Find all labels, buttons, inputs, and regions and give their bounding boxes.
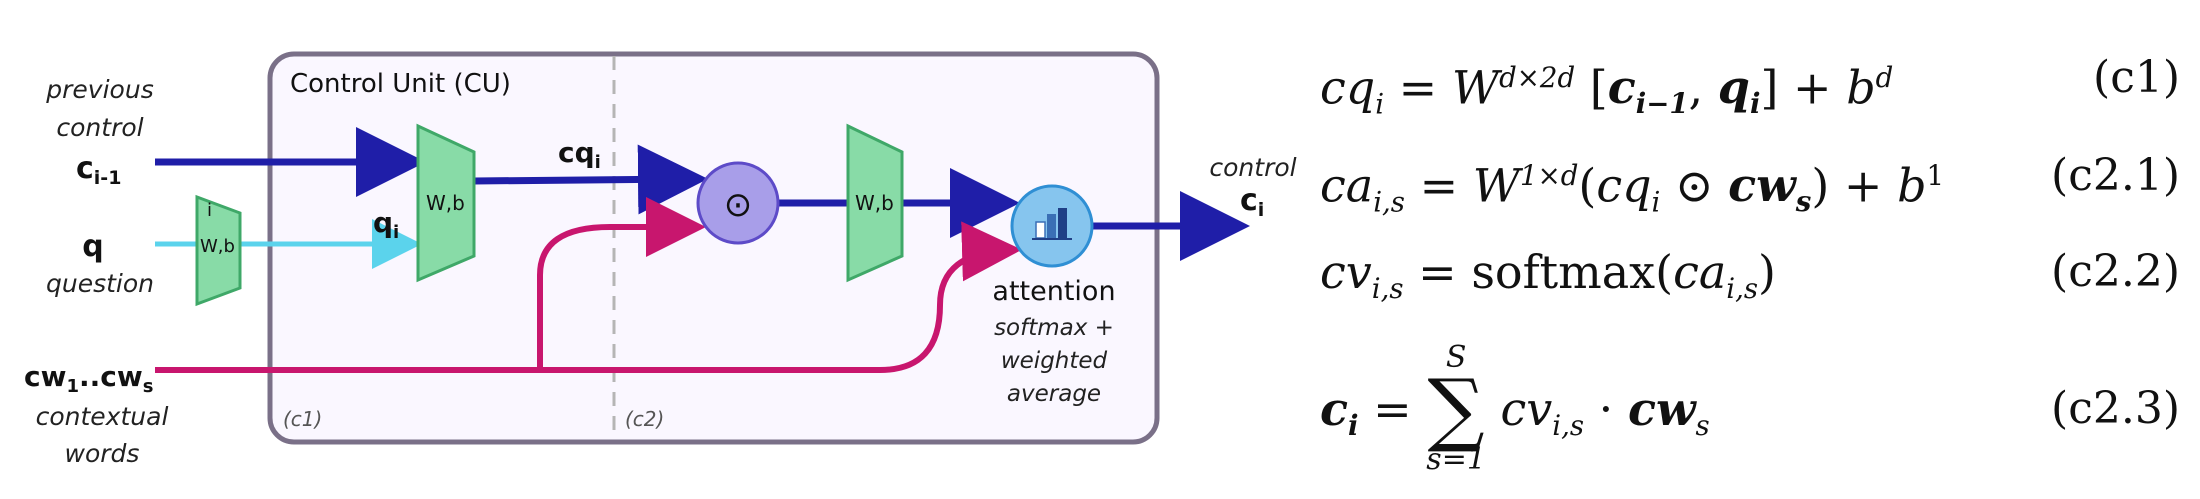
- question-projection-block: [195, 194, 242, 307]
- question-symbol: q: [82, 229, 103, 264]
- prev-control-label-line2: control: [56, 113, 143, 142]
- qi-label: qi: [373, 206, 399, 243]
- cw-to-odot-wire: [537, 197, 706, 370]
- hadamard-symbol: ⊙: [724, 185, 753, 225]
- hadamard-product-node: [696, 161, 780, 245]
- control-unit-box: [267, 51, 1160, 445]
- equation-c23-formula: ci = S∑s=1 cvi,s · cws: [1320, 340, 1710, 477]
- output-control-label: control: [1209, 153, 1296, 182]
- question-label: question: [46, 269, 154, 298]
- equation-c23: ci = S∑s=1 cvi,s · cws (c2.3): [1320, 336, 2180, 486]
- attention-title: attention: [992, 276, 1115, 307]
- attention-desc-line2: weighted: [1001, 348, 1108, 374]
- section-label-c2: (c2): [625, 407, 664, 431]
- output-control-symbol: ci: [1240, 183, 1264, 221]
- contextual-words-symbol: cw1..cws: [24, 360, 153, 397]
- equation-c21-tag: (c2.1): [2051, 150, 2180, 201]
- attention-projection-label: W,b: [855, 191, 894, 215]
- bar-chart-icon: [1032, 208, 1072, 240]
- question-projection-top: i: [207, 200, 212, 221]
- question-projection-label: W,b: [200, 236, 235, 257]
- equation-c1: cqi = Wd×2d [ci−1, qi] + bd (c1): [1320, 38, 2180, 121]
- concat-projection-block: [416, 123, 476, 283]
- contextual-words-label-line1: contextual: [36, 402, 169, 431]
- attention-desc-line1: softmax +: [994, 315, 1114, 341]
- section-label-c1: (c1): [283, 407, 322, 431]
- prev-control-label-line1: previous: [45, 75, 153, 104]
- cw-to-attention-wire: [155, 221, 1022, 373]
- equation-c23-tag: (c2.3): [2051, 383, 2180, 434]
- equation-c1-formula: cqi = Wd×2d [ci−1, qi] + bd: [1320, 60, 1894, 121]
- equation-c21: cai,s = W1×d(cqi ⊙ cws) + b1 (c2.1): [1320, 136, 2180, 219]
- prev-control-symbol: ci-1: [76, 151, 121, 189]
- cqi-label: cqi: [558, 136, 601, 173]
- contextual-words-label-line2: words: [65, 439, 140, 468]
- attention-desc-line3: average: [1007, 381, 1101, 407]
- equation-c1-tag: (c1): [2093, 52, 2180, 103]
- equation-c22-formula: cvi,s = softmax(cai,s): [1320, 245, 1776, 306]
- summation-operator: S∑s=1: [1426, 340, 1486, 477]
- control-unit-diagram: Control Unit (CU) (c1) (c2) i W,b W,b qi…: [24, 51, 1297, 468]
- equation-c22-tag: (c2.2): [2051, 246, 2180, 297]
- equation-c21-formula: cai,s = W1×d(cqi ⊙ cws) + b1: [1320, 158, 1945, 219]
- control-unit-title: Control Unit (CU): [290, 69, 511, 99]
- equation-c22: cvi,s = softmax(cai,s) (c2.2): [1320, 232, 2180, 312]
- attention-projection-block: [846, 123, 904, 283]
- cqi-arrow: [473, 144, 708, 215]
- concat-projection-label: W,b: [426, 191, 465, 215]
